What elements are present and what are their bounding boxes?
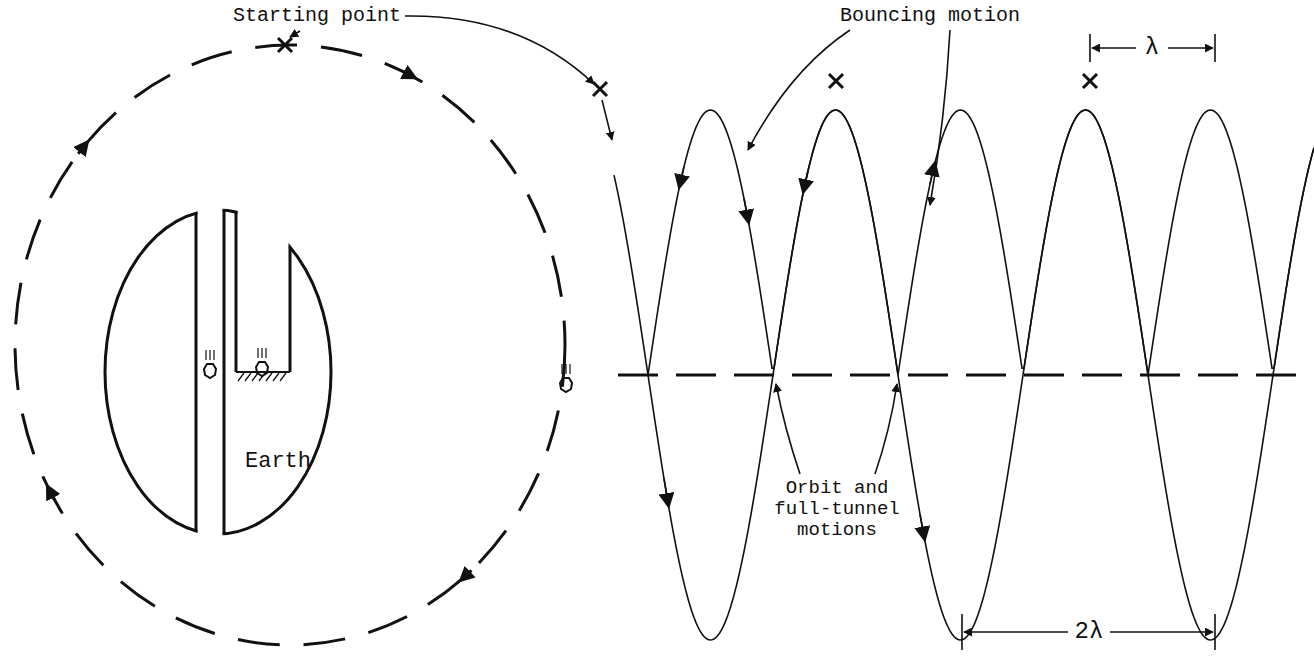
planet-name: Earth	[245, 450, 311, 474]
leader-lines	[290, 16, 950, 474]
motion-arrow	[680, 167, 684, 185]
orbit-arrow	[78, 145, 85, 154]
orbit-arrows	[49, 71, 472, 578]
stone	[204, 364, 216, 378]
start-marks	[278, 38, 1097, 96]
motion-arrow	[804, 171, 808, 189]
motion-line	[213, 350, 214, 360]
motion-line	[565, 364, 566, 374]
starting-point-label: Starting point	[233, 5, 401, 27]
earth-node: Earth	[100, 200, 340, 545]
two-lambda-dimension	[962, 614, 1215, 650]
orbit-arrow	[463, 570, 471, 578]
orbit-arrow	[402, 71, 412, 76]
motion-line	[209, 350, 210, 360]
motion-arrow	[920, 514, 924, 536]
orbit-label: Orbit and full-tunnel motions	[767, 478, 907, 541]
motion-line	[569, 364, 570, 374]
motion-arrow	[744, 199, 748, 220]
stones	[204, 348, 572, 392]
motion-line	[561, 364, 562, 374]
motion-arrow	[664, 479, 668, 503]
axis-line	[618, 374, 1306, 377]
motion-line	[261, 348, 262, 358]
motion-line	[265, 348, 266, 358]
orbit-arrow	[49, 489, 55, 500]
motion-line	[205, 350, 206, 360]
stone	[560, 378, 572, 392]
bouncing-motion-label: Bouncing motion	[840, 5, 1020, 27]
full-tunnel-wave	[614, 110, 1314, 640]
lambda-dimension	[1090, 34, 1215, 62]
start-arrow	[602, 100, 612, 140]
earth-outline	[100, 200, 340, 545]
lambda-label: λ	[1142, 35, 1162, 61]
two-lambda-label: 2λ	[1072, 619, 1107, 645]
motion-line	[257, 348, 258, 358]
orbit-path	[15, 45, 565, 645]
